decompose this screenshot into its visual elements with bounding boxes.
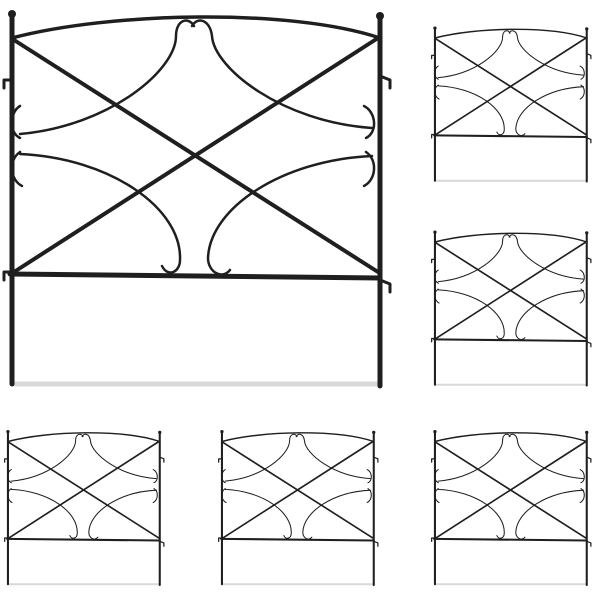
fence-panel-side-middle bbox=[430, 229, 592, 387]
fence-panel-main bbox=[0, 8, 400, 388]
fence-panel-bottom-left bbox=[3, 428, 165, 587]
fence-panel-bottom-right bbox=[430, 428, 592, 587]
fence-panel-bottom-center bbox=[217, 428, 379, 587]
fence-panel-side-top bbox=[430, 25, 592, 183]
